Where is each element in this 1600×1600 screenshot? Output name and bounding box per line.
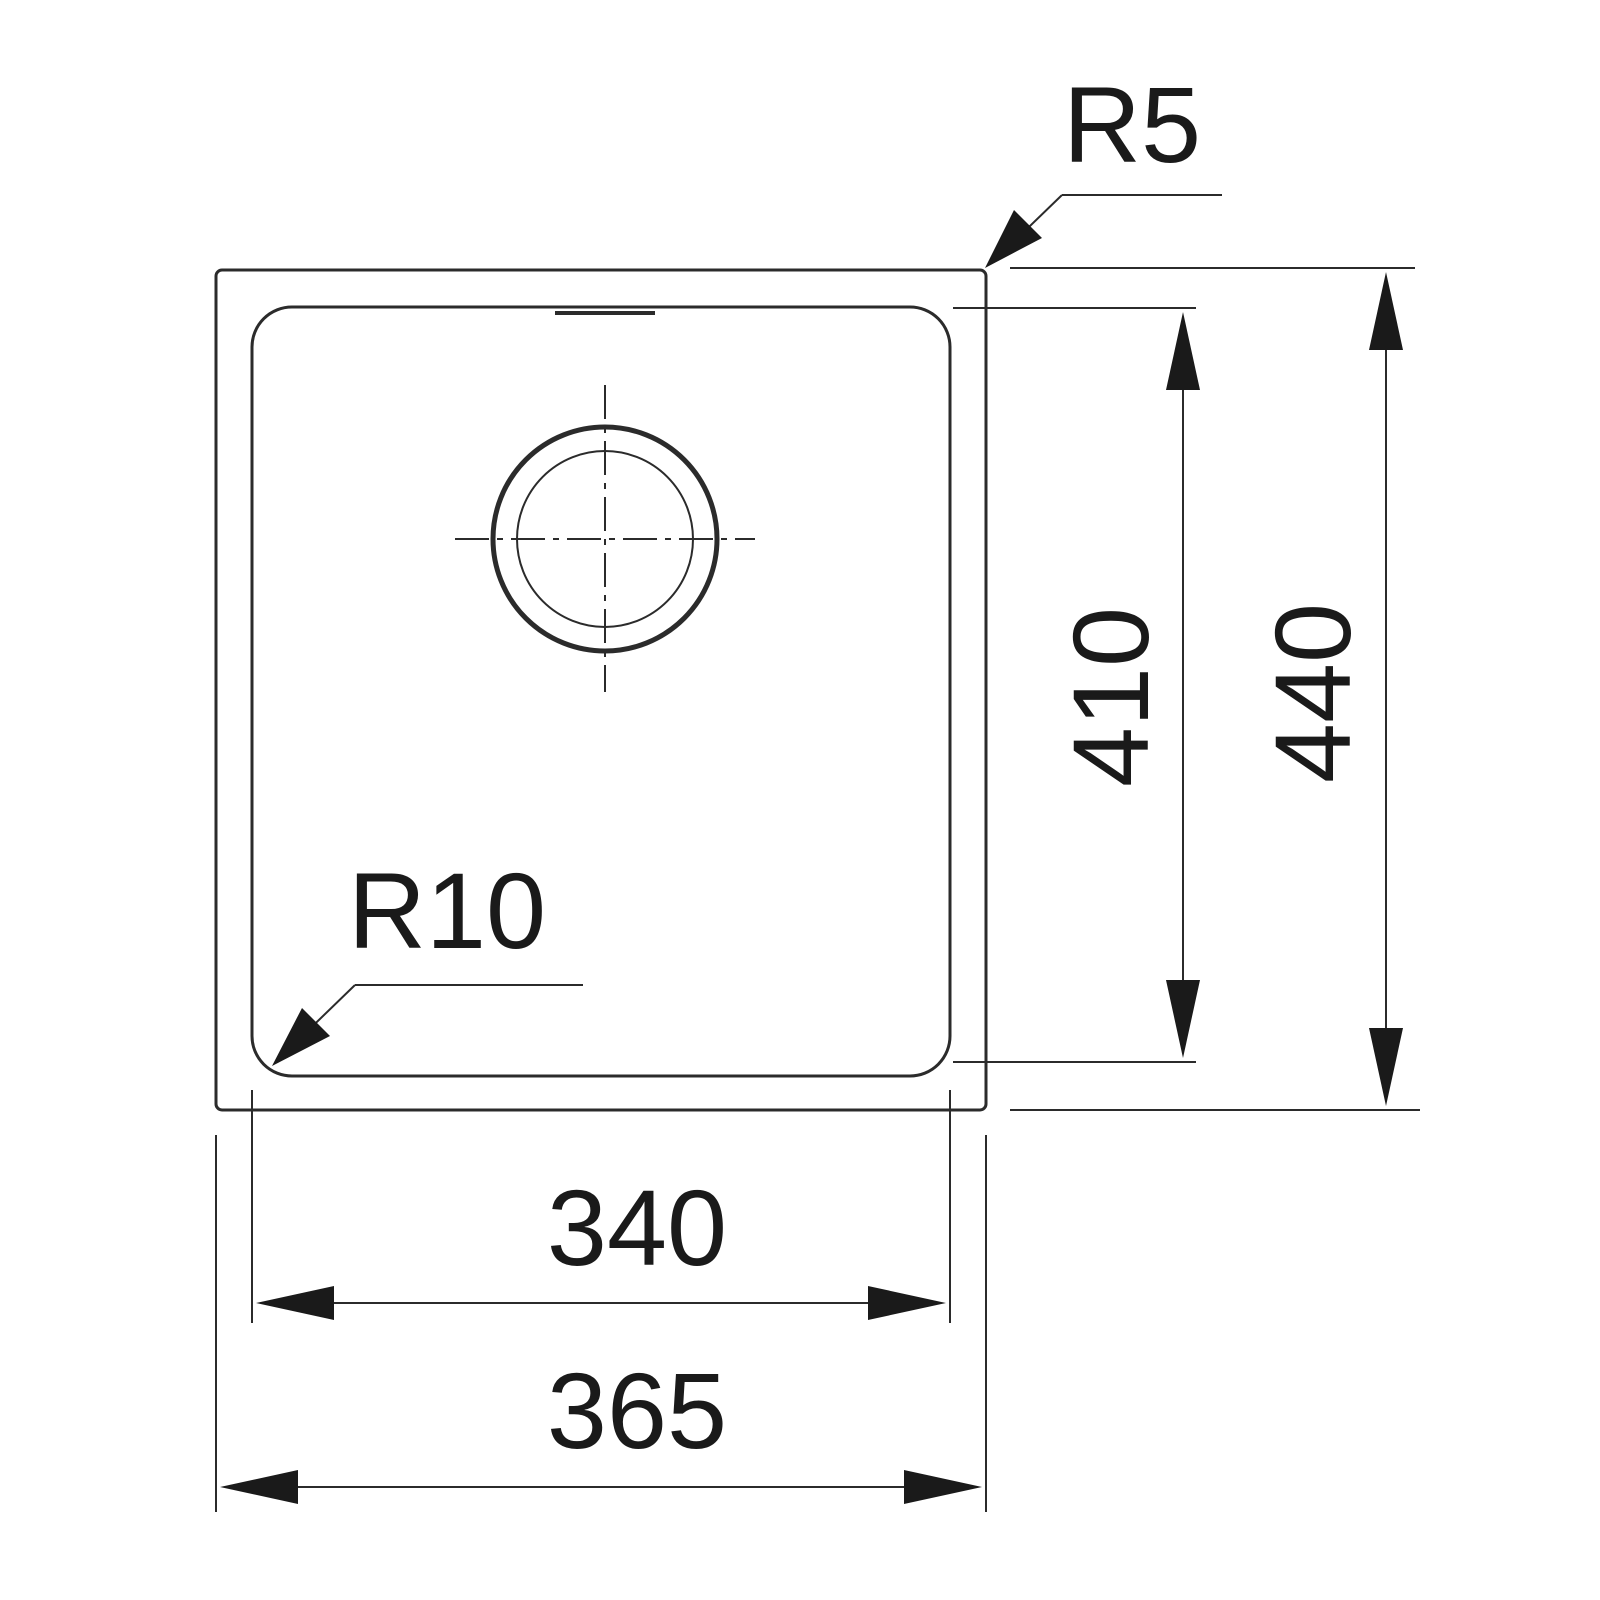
outer-height-label: 440 <box>1252 603 1373 783</box>
outer-radius-callout: R5 <box>985 64 1222 268</box>
inner-width-label: 340 <box>547 1167 727 1288</box>
inner-height-arrow-bottom <box>1166 980 1200 1058</box>
inner-width-arrow-right <box>868 1286 946 1320</box>
outer-width-arrow-right <box>904 1470 982 1504</box>
outer-rim-outline <box>214 268 988 1112</box>
outer-radius-label: R5 <box>1063 64 1201 185</box>
inner-height-arrow-top <box>1166 312 1200 390</box>
inner-width-arrow-left <box>256 1286 334 1320</box>
inner-radius-label: R10 <box>348 850 546 971</box>
inner-width-dimension: 340 <box>256 1167 946 1320</box>
outer-radius-arrow <box>985 210 1042 268</box>
outer-width-arrow-left <box>220 1470 298 1504</box>
outer-height-dimension: 440 <box>1252 272 1403 1106</box>
inner-height-label: 410 <box>1050 607 1171 787</box>
inner-radius-arrow <box>272 1008 330 1066</box>
outer-height-arrow-bottom <box>1369 1028 1403 1106</box>
outer-width-dimension: 365 <box>220 1350 982 1504</box>
drain <box>455 385 755 692</box>
outer-height-arrow-top <box>1369 272 1403 350</box>
inner-height-dimension: 410 <box>1050 312 1200 1058</box>
inner-bowl-outline <box>250 305 952 1078</box>
outer-width-label: 365 <box>547 1350 727 1471</box>
inner-radius-callout: R10 <box>272 850 583 1066</box>
